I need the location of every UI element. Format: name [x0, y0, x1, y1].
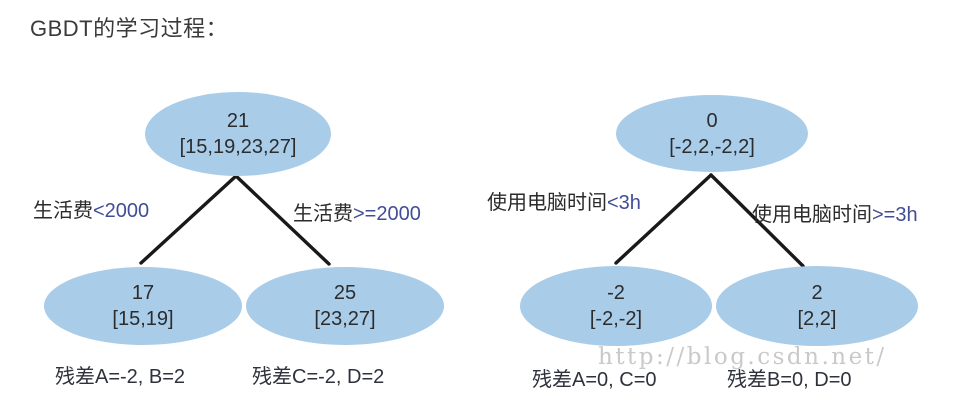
- edge-condition: <2000: [93, 200, 150, 222]
- right-tree-left-residual-label: 残差A=0, C=0: [532, 369, 657, 391]
- left-tree-left-branch-line: [139, 174, 238, 265]
- left-tree-right-residual-label: 残差C=-2, D=2: [252, 366, 385, 388]
- node-value: -2: [607, 282, 625, 304]
- edge-feature: 生活费: [33, 200, 93, 222]
- left-tree-right-edge-label: 生活费>=2000: [293, 197, 421, 226]
- right-tree-root-node: 0 [-2,2,-2,2]: [616, 95, 808, 172]
- edge-condition: <3h: [607, 192, 641, 214]
- edge-condition: >=3h: [872, 204, 918, 226]
- page-title: GBDT的学习过程：: [30, 16, 229, 41]
- left-tree-left-edge-label: 生活费<2000: [33, 194, 149, 223]
- right-tree-right-edge-label: 使用电脑时间>=3h: [752, 198, 918, 227]
- right-tree-right-branch-line: [709, 173, 805, 268]
- watermark: http://blog.csdn.net/: [598, 344, 887, 370]
- left-tree-left-residual-label: 残差A=-2, B=2: [55, 366, 186, 388]
- right-tree-left-branch-line: [614, 173, 713, 265]
- right-tree-left-edge-label: 使用电脑时间<3h: [487, 186, 641, 215]
- node-samples: [23,27]: [314, 308, 376, 330]
- right-tree-right-leaf-node: 2 [2,2]: [716, 266, 918, 346]
- node-samples: [2,2]: [797, 308, 837, 330]
- node-samples: [-2,-2]: [589, 308, 643, 330]
- right-tree-right-residual-label: 残差B=0, D=0: [727, 369, 852, 391]
- node-samples: [15,19,23,27]: [179, 136, 297, 158]
- node-value: 0: [706, 109, 718, 132]
- left-tree-right-leaf-node: 25 [23,27]: [246, 267, 444, 345]
- node-value: 17: [131, 282, 155, 304]
- node-value: 2: [811, 282, 823, 304]
- edge-condition: >=2000: [353, 203, 421, 225]
- node-value: 25: [333, 282, 357, 304]
- right-tree-left-leaf-node: -2 [-2,-2]: [520, 266, 712, 346]
- edge-feature: 使用电脑时间: [752, 204, 872, 226]
- left-tree-root-node: 21 [15,19,23,27]: [145, 92, 331, 176]
- node-samples: [-2,2,-2,2]: [669, 135, 755, 158]
- left-tree-right-branch-line: [234, 174, 331, 266]
- left-tree-left-leaf-node: 17 [15,19]: [44, 267, 242, 345]
- node-samples: [15,19]: [112, 308, 174, 330]
- edge-feature: 使用电脑时间: [487, 192, 607, 214]
- edge-feature: 生活费: [293, 203, 353, 225]
- node-value: 21: [226, 110, 250, 132]
